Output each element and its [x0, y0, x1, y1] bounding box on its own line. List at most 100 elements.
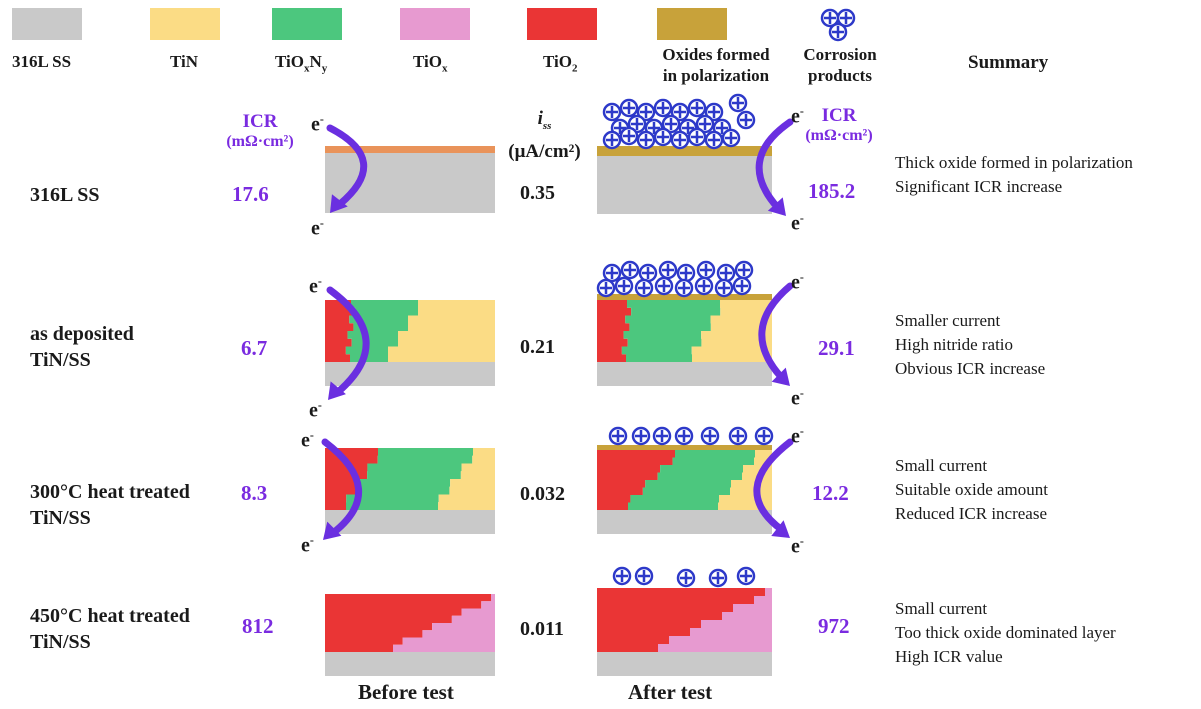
row-label-300c: 300°C heat treated TiN/SS: [30, 481, 190, 529]
summary-text: Small current Too thick oxide dominated …: [895, 599, 1116, 666]
corrosion-product-icon: [619, 126, 639, 146]
tin-layer: [691, 300, 772, 362]
row-label-450c: 450°C heat treated TiN/SS: [30, 605, 190, 653]
corrosion-product-icon: [732, 276, 752, 296]
legend-label-corrosion: Corrosion products: [803, 45, 877, 85]
legend-label-tio2: TiO2: [543, 52, 578, 75]
corrosion-product-icon: [736, 566, 756, 586]
corrosion-product-icon: [734, 260, 754, 280]
corrosion-product-icon: [670, 130, 690, 150]
thin-oxide-layer: [325, 146, 495, 153]
corrosion-product-icon: [614, 276, 634, 296]
corrosion-product-icon: [596, 278, 616, 298]
corrosion-product-icon: [674, 426, 694, 446]
steel-substrate: [325, 153, 495, 213]
steel-substrate: [597, 362, 772, 386]
corrosion-product-icon: [619, 98, 639, 118]
icr-before-value: 6.7: [241, 336, 268, 360]
tin-layer: [438, 448, 495, 510]
legend-label-tioxny: TiOxNy: [275, 52, 328, 75]
electron-label: e-: [791, 386, 804, 410]
electron-label: e-: [791, 534, 804, 558]
steel-substrate: [597, 652, 772, 676]
corrosion-product-icon: [602, 130, 622, 150]
iss-value: 0.21: [520, 336, 555, 358]
corrosion-product-icon: [728, 93, 748, 113]
arrow-head: [771, 367, 790, 386]
corrosion-product-icon: [654, 276, 674, 296]
legend-swatch-316l-ss: [12, 8, 82, 40]
electron-label: e-: [791, 211, 804, 235]
corrosion-product-icon: [696, 260, 716, 280]
summary-text: Smaller current High nitride ratio Obvio…: [895, 311, 1046, 378]
steel-substrate: [325, 652, 495, 676]
before-test-label: Before test: [358, 680, 454, 704]
corrosion-product-icon: [661, 114, 681, 134]
row-label-as-deposited: as deposited TiN/SS: [30, 323, 134, 371]
corrosion-product-icon: [636, 130, 656, 150]
electron-label: e-: [311, 216, 324, 240]
corrosion-product-icon: [670, 102, 690, 122]
electron-label: e-: [791, 270, 804, 294]
arrow-head: [771, 520, 790, 538]
legend-swatch-tio2: [527, 8, 597, 40]
legend-corrosion-icon: [820, 8, 856, 42]
legend-label-tiox: TiOx: [413, 52, 448, 75]
legend-label-316l-ss: 316L SS: [12, 52, 72, 71]
corrosion-product-icon: [708, 568, 728, 588]
electron-path-arrow: [326, 124, 368, 208]
electron-label: e-: [791, 104, 804, 128]
corrosion-product-icon: [714, 278, 734, 298]
corrosion-product-icon: [676, 263, 696, 283]
icr-before-value: 812: [242, 614, 274, 638]
legend-label-tin: TiN: [170, 52, 199, 71]
legend-swatch-oxides: [657, 8, 727, 40]
legend-swatch-tin: [150, 8, 220, 40]
corrosion-product-icon: [638, 263, 658, 283]
icr-after-header: ICR (mΩ·cm²): [805, 105, 873, 145]
corrosion-product-icon: [653, 127, 673, 147]
tio2-layer: [325, 448, 378, 510]
corrosion-product-icon: [653, 98, 673, 118]
tiox-layer: [658, 588, 772, 652]
row-label-316l-ss: 316L SS: [30, 184, 100, 206]
corrosion-product-icon: [602, 263, 622, 283]
electron-path-arrow: [755, 118, 794, 212]
electron-label: e-: [791, 424, 804, 448]
corrosion-product-icon: [828, 22, 848, 42]
legend-swatch-tioxny: [272, 8, 342, 40]
iss-value: 0.032: [520, 483, 565, 505]
arrow-head: [767, 197, 786, 216]
corrosion-product-icon: [674, 278, 694, 298]
corrosion-product-icon: [602, 102, 622, 122]
iss-value: 0.35: [520, 182, 555, 204]
corrosion-product-icon: [627, 114, 647, 134]
iss-value: 0.011: [520, 618, 564, 640]
corrosion-product-icon: [652, 426, 672, 446]
corrosion-product-icon: [636, 102, 656, 122]
corrosion-product-icon: [694, 276, 714, 296]
legend-label-oxides: Oxides formed in polarization: [662, 45, 770, 85]
corrosion-product-icon: [700, 426, 720, 446]
corrosion-product-icon: [728, 426, 748, 446]
electron-path-arrow: [753, 438, 794, 534]
tio2-layer: [597, 450, 675, 510]
summary-text: Thick oxide formed in polarization Signi…: [895, 153, 1133, 196]
icr-after-value: 12.2: [812, 481, 849, 505]
tin-layer: [388, 300, 495, 362]
arrow-head: [330, 194, 348, 213]
tiox-layer: [393, 594, 495, 652]
corrosion-product-icon: [634, 566, 654, 586]
corrosion-product-icon: [608, 426, 628, 446]
corrosion-product-icon: [704, 102, 724, 122]
summary-text: Small current Suitable oxide amount Redu…: [895, 456, 1048, 523]
steel-substrate: [597, 156, 772, 214]
electron-label: e-: [309, 274, 322, 298]
icr-after-value: 29.1: [818, 336, 855, 360]
corrosion-product-icon: [836, 8, 856, 28]
icr-after-value: 972: [818, 614, 850, 638]
corrosion-product-icon: [687, 98, 707, 118]
icr-before-header: ICR (mΩ·cm²): [226, 111, 294, 151]
corrosion-product-icon: [704, 130, 724, 150]
